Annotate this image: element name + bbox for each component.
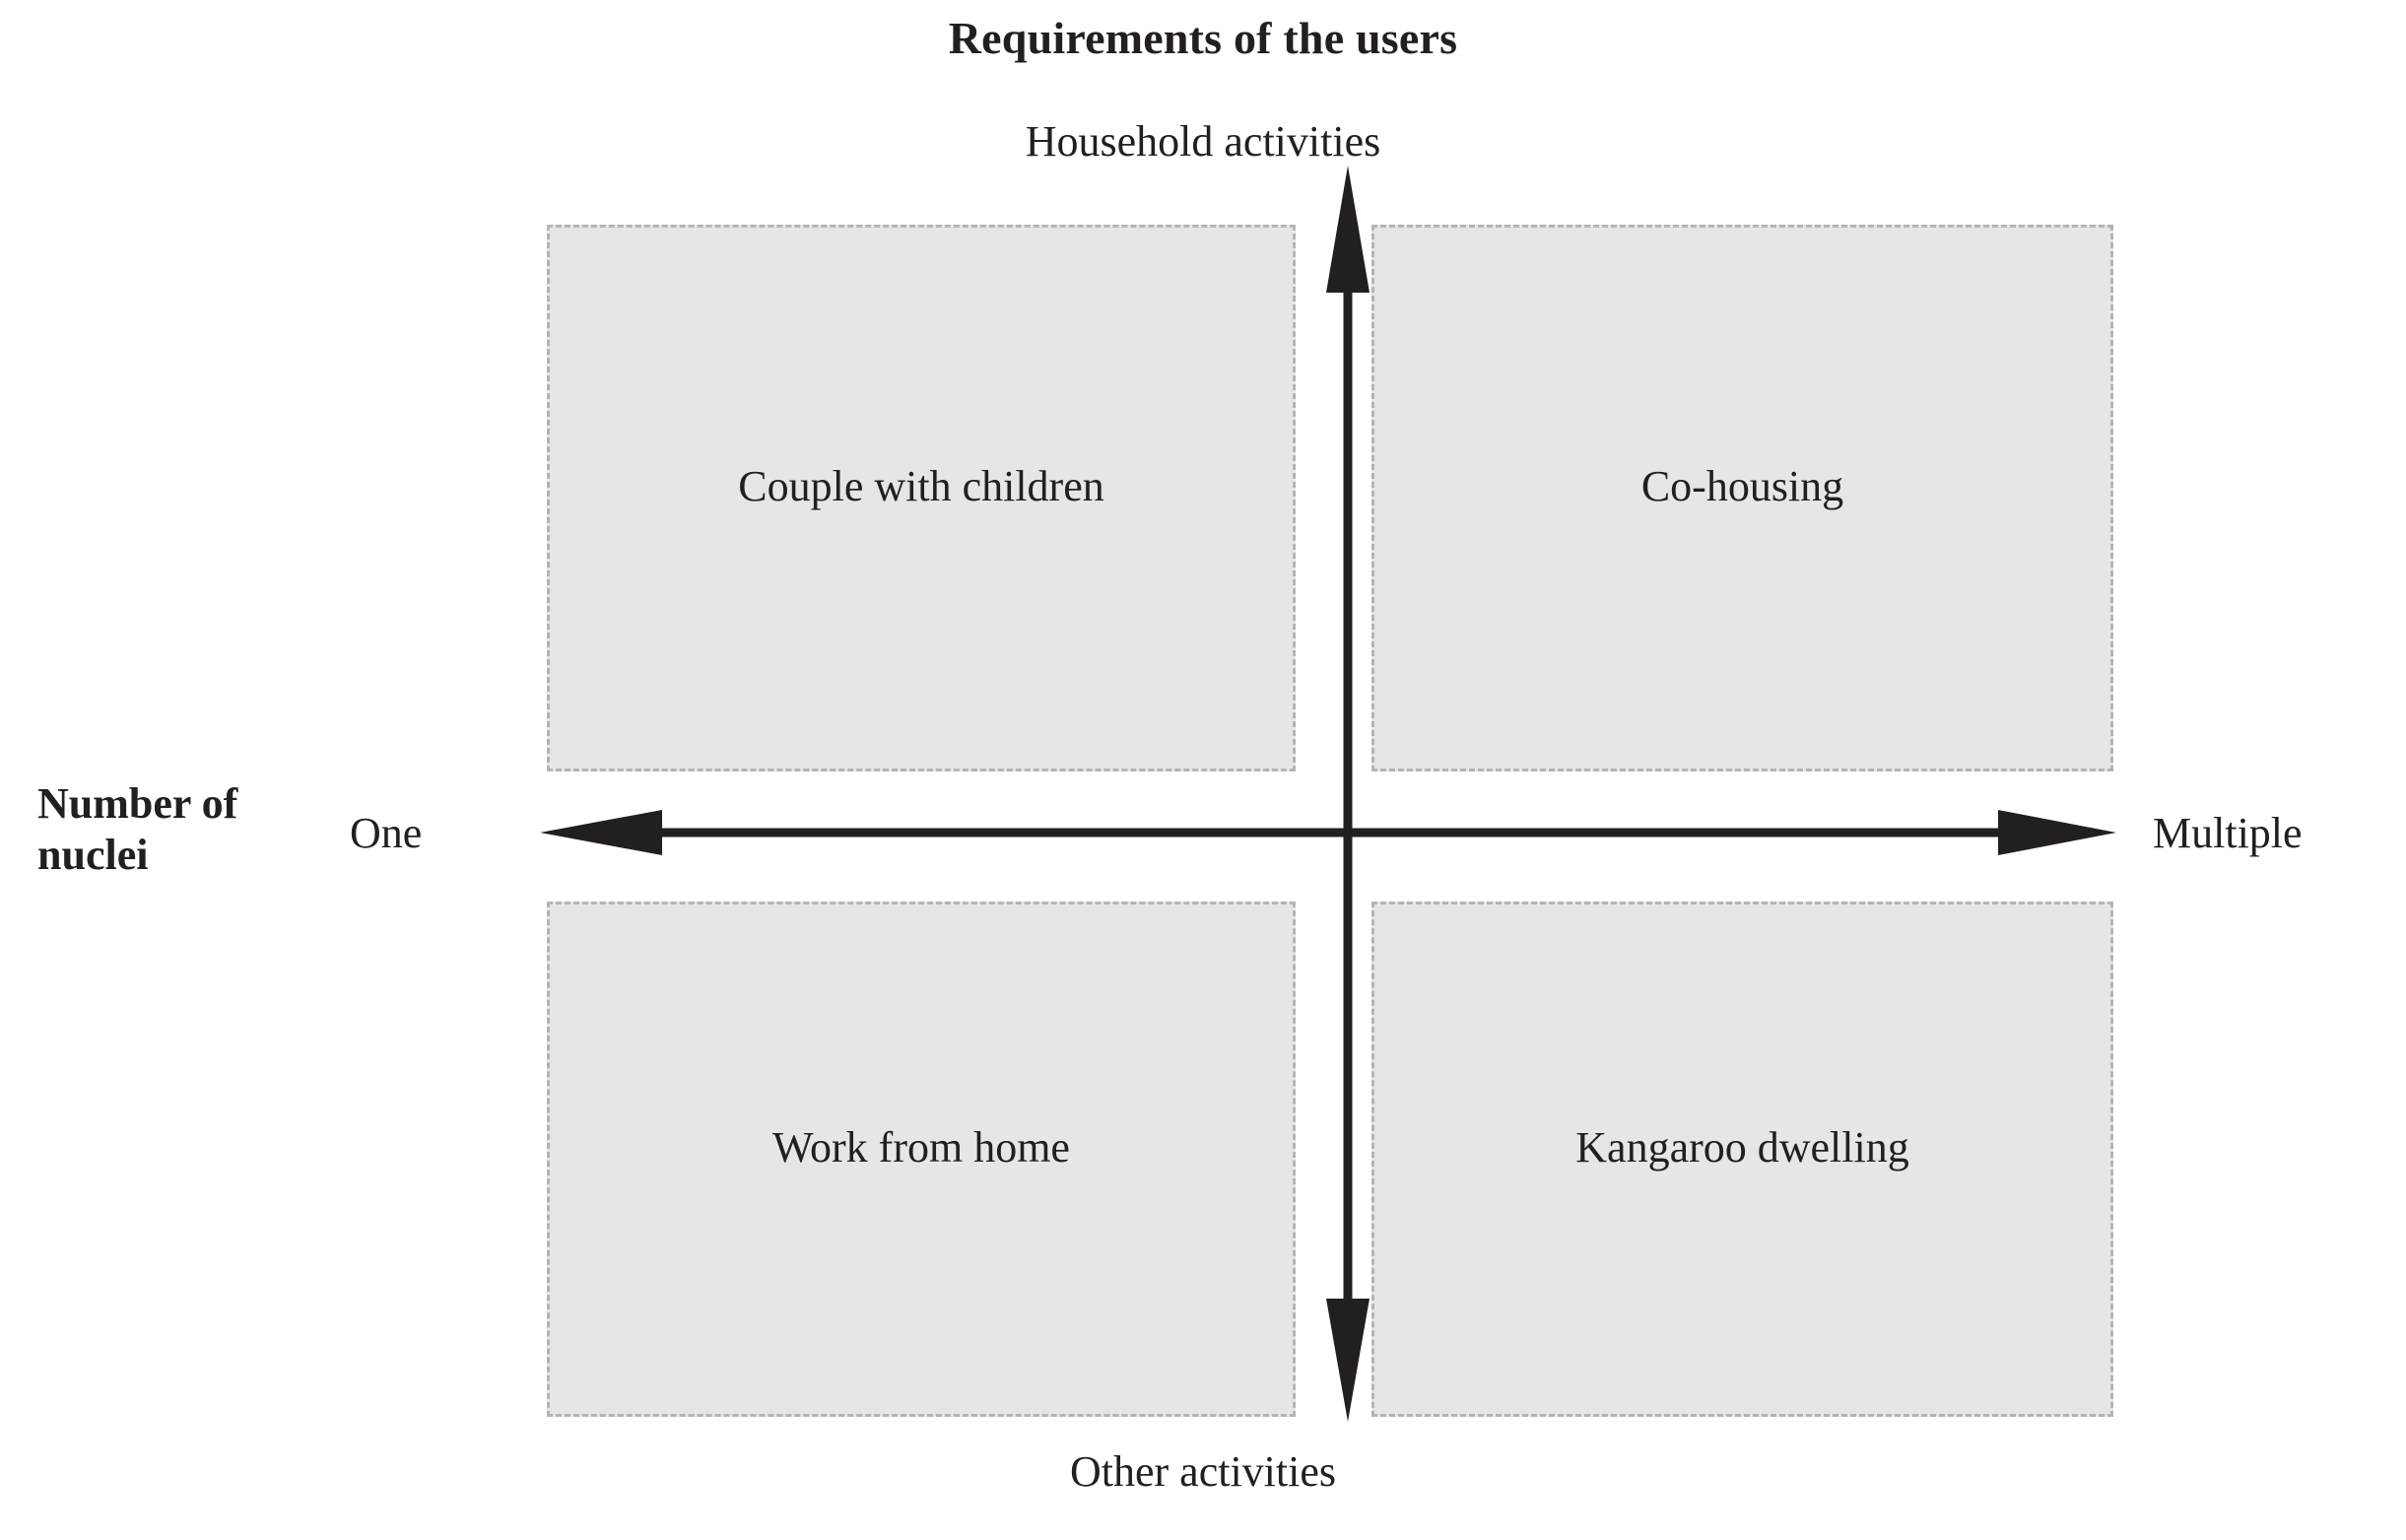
quadrant-bottom-left[interactable]: Work from home: [547, 902, 1296, 1417]
x-axis-title-line-2: nuclei: [37, 830, 149, 879]
x-axis-title-line-1: Number of: [37, 779, 238, 828]
x-axis-right-label: Multiple: [2153, 809, 2303, 857]
arrow-up-icon: [1326, 166, 1370, 293]
y-axis-top-label: Household activities: [1025, 117, 1381, 166]
quadrant-label-top-left: Couple with children: [738, 462, 1104, 510]
x-axis-left-label: One: [350, 809, 423, 857]
y-axis-bottom-label: Other activities: [1069, 1447, 1336, 1496]
quadrant-bottom-right[interactable]: Kangaroo dwelling: [1371, 902, 2113, 1417]
quadrant-top-left[interactable]: Couple with children: [547, 225, 1296, 771]
arrow-left-icon: [540, 810, 662, 855]
quadrant-label-bottom-right: Kangaroo dwelling: [1575, 1123, 1909, 1172]
quadrant-label-top-right: Co-housing: [1640, 462, 1844, 510]
page-title: Requirements of the users: [948, 13, 1458, 63]
quadrant-top-right[interactable]: Co-housing: [1371, 225, 2113, 771]
quadrant-label-bottom-left: Work from home: [772, 1123, 1070, 1172]
x-axis-title: Number of nuclei: [37, 778, 333, 881]
arrow-right-icon: [1998, 810, 2116, 855]
arrow-down-icon: [1326, 1299, 1370, 1422]
